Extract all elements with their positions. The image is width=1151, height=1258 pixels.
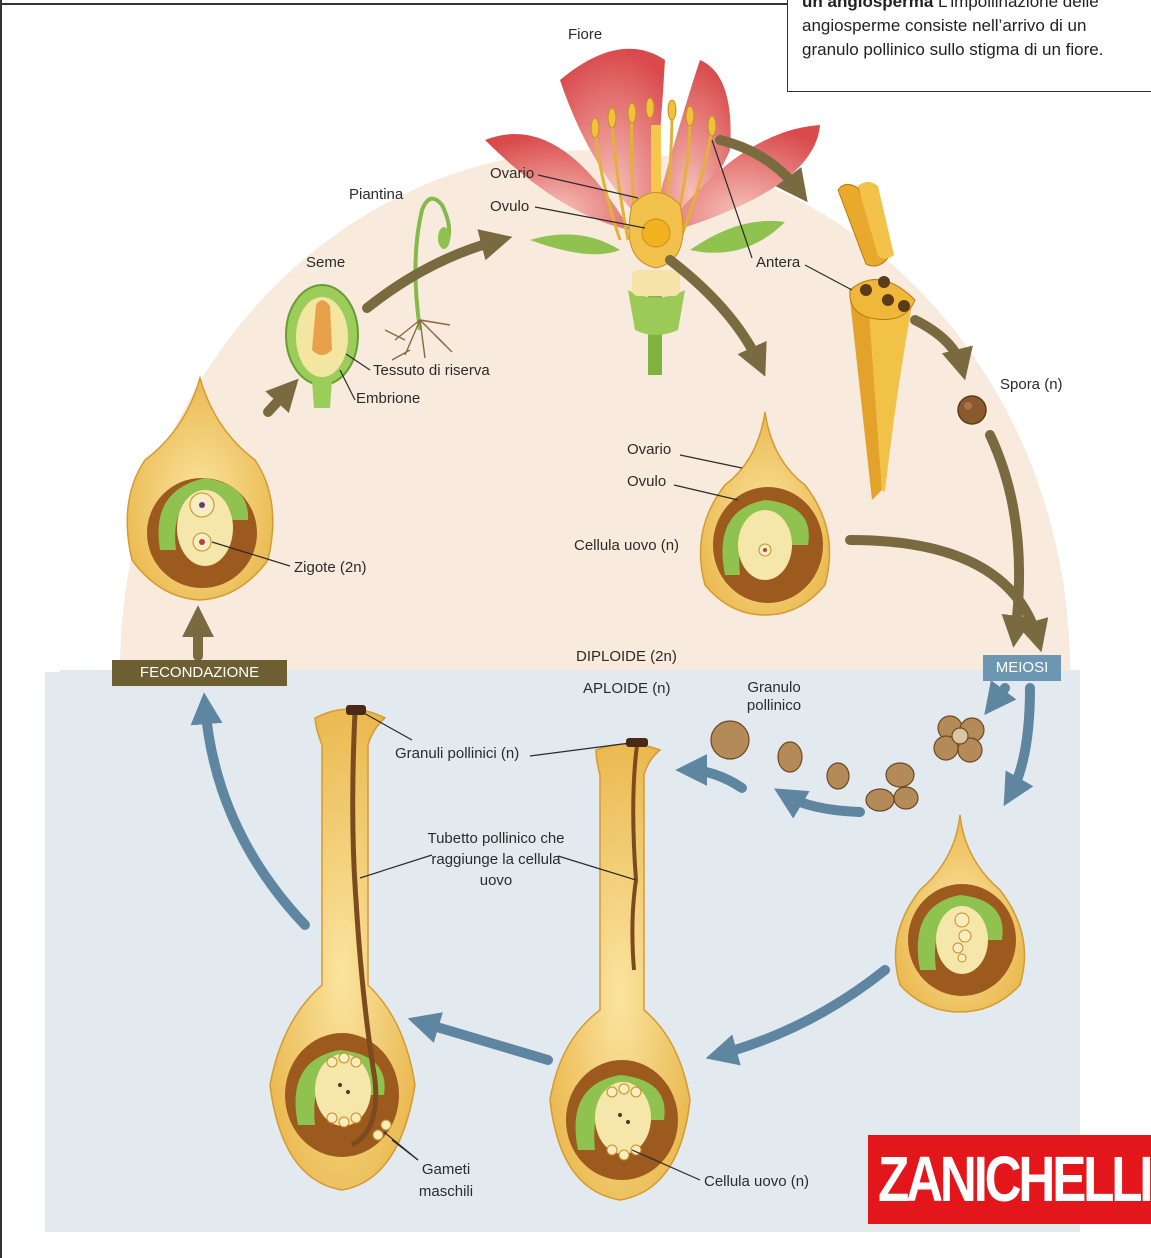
label-ovario-flower: Ovario [490,165,534,183]
publisher-logo: ZANICHELLI [868,1135,1151,1224]
label-tessuto-di-riserva: Tessuto di riserva [373,362,490,380]
spore [958,396,986,424]
label-ovulo-flower: Ovulo [490,198,529,216]
caption-text-2: angiosperme consiste nell’arrivo di un [802,14,1148,38]
label-piantina: Piantina [349,186,403,204]
label-ovulo-ovule: Ovulo [627,473,666,491]
frame-left-border [0,0,2,1258]
label-spora: Spora (n) [1000,376,1063,394]
label-cellula-uovo-diploid: Cellula uovo (n) [574,537,679,555]
caption-text-1: L’impollinazione delle [938,0,1099,11]
tag-fecondazione: FECONDAZIONE [112,660,287,686]
label-seme: Seme [306,254,345,272]
label-gameti-maschili: Gameti maschili [410,1159,482,1203]
label-diploide: DIPLOIDE (2n) [576,648,677,666]
label-granulo-pollinico: Granulo pollinico [734,679,814,715]
label-aploide: APLOIDE (n) [583,680,671,698]
label-fiore: Fiore [568,26,602,44]
publisher-logo-text: ZANICHELLI [878,1135,1150,1224]
caption-box: un angiosperma L’impollinazione delle an… [787,0,1151,92]
tag-meiosi: MEIOSI [983,655,1061,681]
frame-top-border [0,3,790,5]
caption-lead: un angiosperma [802,0,933,11]
label-cellula-uovo-haploid: Cellula uovo (n) [704,1173,809,1191]
label-antera: Antera [756,254,800,272]
label-zigote: Zigote (2n) [294,559,367,577]
label-tubetto-pollinico: Tubetto pollinico che raggiunge la cellu… [426,828,566,891]
label-embrione: Embrione [356,390,420,408]
caption-text-3: granulo pollinico sullo stigma di un fio… [802,38,1148,62]
label-granuli-pollinici: Granuli pollinici (n) [395,745,519,763]
label-ovario-ovule: Ovario [627,441,671,459]
